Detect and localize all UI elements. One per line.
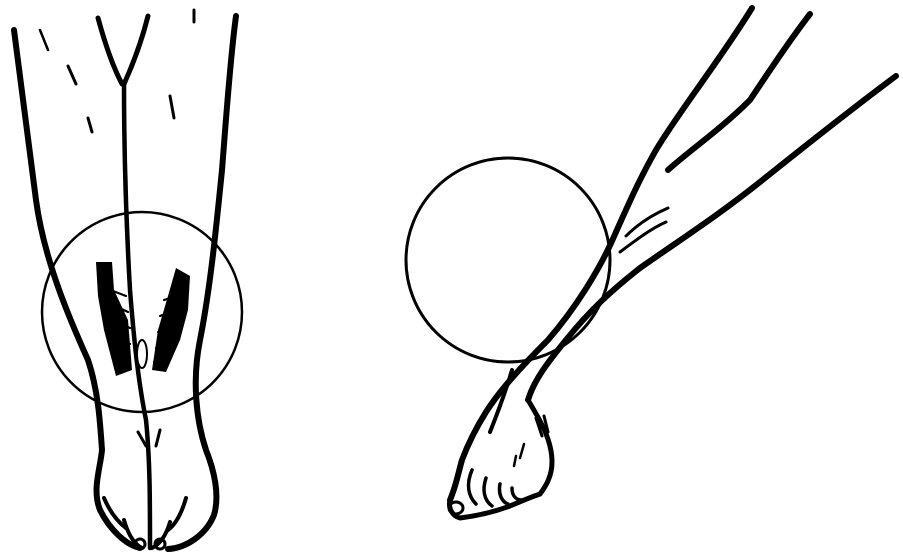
inner-thigh-right — [124, 16, 148, 84]
left-knee-hatching — [96, 262, 132, 376]
left-leg-outline — [14, 30, 140, 548]
knee-highlight-circle — [42, 212, 242, 412]
leg-midline — [124, 84, 150, 548]
knee-side-highlight-circle — [406, 158, 610, 362]
front-view-panel — [14, 10, 242, 549]
thigh-mark-1 — [40, 30, 48, 50]
thigh-mark-4 — [170, 96, 174, 118]
thigh-mark-3 — [88, 118, 92, 132]
patella-mark — [137, 340, 147, 368]
thigh-mark-2 — [68, 66, 76, 84]
right-knee-hatching — [152, 268, 190, 372]
side-calf-outline — [528, 340, 566, 400]
side-leg-upper-inner — [668, 14, 810, 170]
inner-thigh-left — [98, 18, 122, 84]
side-shin-front — [450, 232, 616, 500]
side-ankle — [528, 400, 552, 494]
side-view-panel — [406, 8, 896, 518]
